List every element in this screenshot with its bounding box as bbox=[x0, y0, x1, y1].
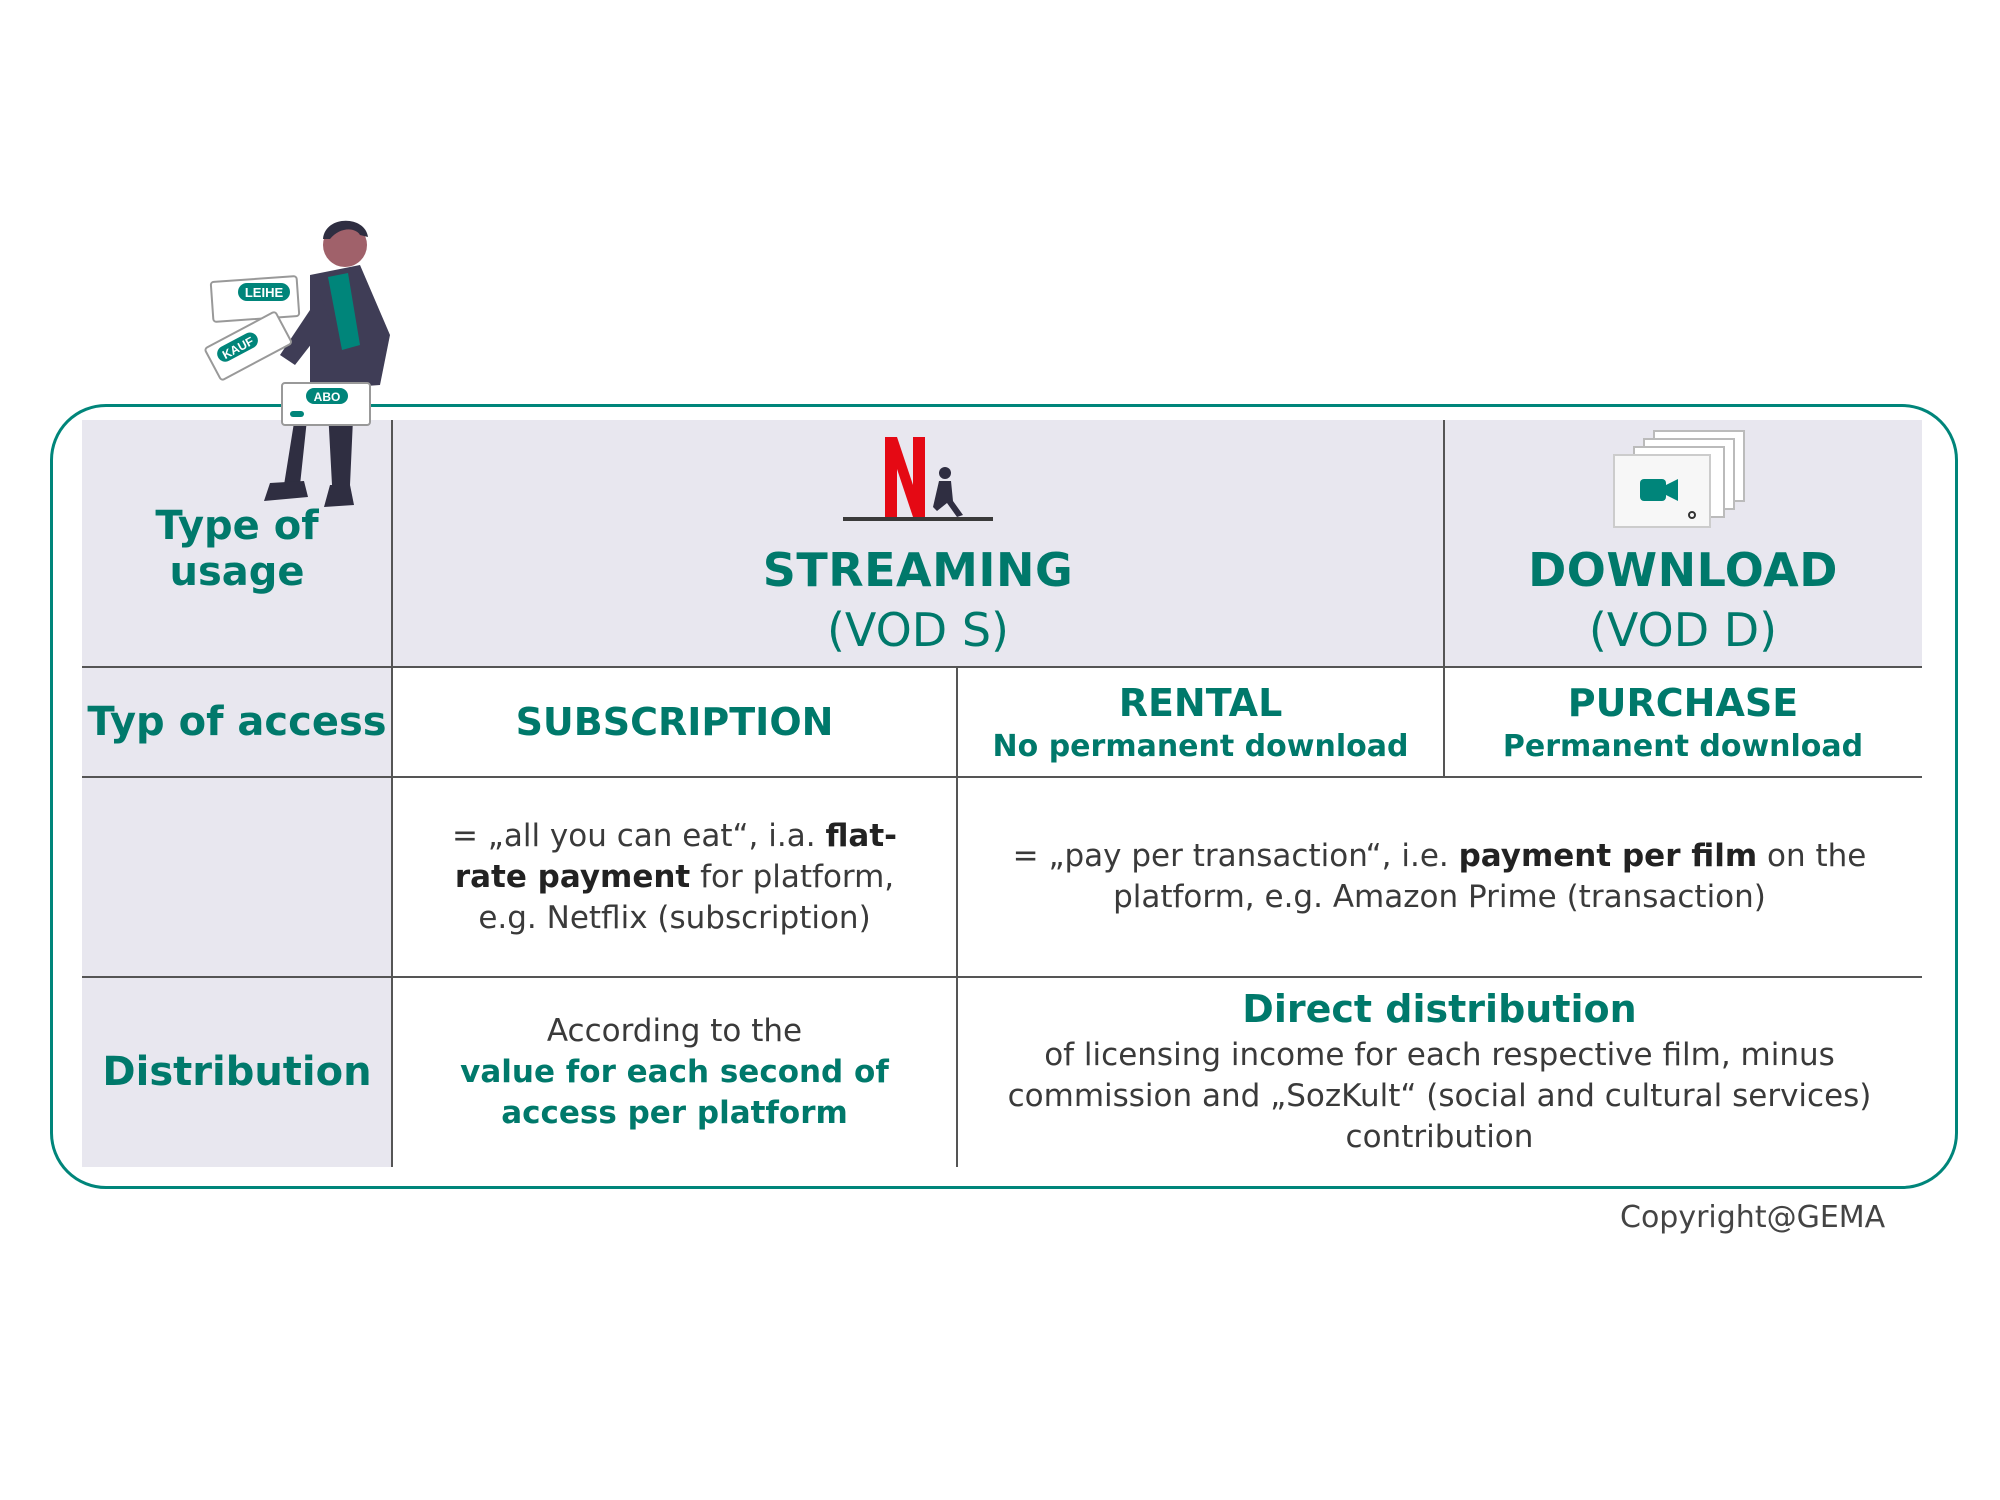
distribution-label: Distribution bbox=[102, 1049, 372, 1095]
table-frame bbox=[50, 404, 1958, 1189]
direct-distribution-text: of licensing income for each respective … bbox=[1007, 1036, 1872, 1155]
description-row-label-cell bbox=[82, 777, 392, 977]
leihe-tag: LEIHE bbox=[245, 285, 284, 300]
subscription-description-cell: = „all you can eat“, i.a. flat-rate paym… bbox=[392, 777, 957, 977]
video-camera-icon bbox=[1613, 430, 1745, 528]
streaming-subtitle: (VOD S) bbox=[826, 603, 1009, 657]
rental-cell: RENTAL No permanent download bbox=[957, 667, 1444, 777]
streaming-title: STREAMING bbox=[762, 543, 1074, 597]
direct-distribution-title: Direct distribution bbox=[1242, 986, 1637, 1031]
download-subtitle: (VOD D) bbox=[1588, 603, 1778, 657]
rental-title: RENTAL bbox=[1118, 680, 1283, 725]
abo-ticket-icon: ABO bbox=[281, 382, 371, 426]
copyright-text: Copyright@GEMA bbox=[1620, 1200, 1886, 1235]
divider bbox=[956, 667, 958, 1167]
divider bbox=[82, 776, 1922, 778]
distribution-row-label-cell: Distribution bbox=[82, 977, 392, 1167]
purchase-subtitle: Permanent download bbox=[1502, 728, 1864, 764]
divider bbox=[1443, 420, 1445, 777]
transaction-desc-post: on the platform, e.g. Amazon Prime (tran… bbox=[1113, 838, 1867, 915]
transaction-description: = „pay per transaction“, i.e. payment pe… bbox=[987, 836, 1892, 918]
distribution-left-teal: value for each second of access per plat… bbox=[460, 1053, 889, 1131]
divider bbox=[82, 666, 1922, 668]
divider bbox=[391, 420, 393, 1167]
streaming-header-cell: STREAMING (VOD S) bbox=[392, 420, 1444, 667]
subscription-desc-bold: flat-rate payment bbox=[454, 817, 898, 895]
leihe-ticket-icon: LEIHE bbox=[209, 275, 301, 323]
subscription-desc-pre: = „all you can eat“, i.a. bbox=[451, 817, 826, 854]
distribution-left-pre: According to the bbox=[546, 1012, 803, 1049]
abo-tag: ABO bbox=[314, 390, 341, 404]
transaction-description-cell: = „pay per transaction“, i.e. payment pe… bbox=[957, 777, 1922, 977]
subscription-cell: SUBSCRIPTION bbox=[392, 667, 957, 777]
purchase-title: PURCHASE bbox=[1567, 680, 1799, 725]
download-header-cell: DOWNLOAD (VOD D) bbox=[1444, 420, 1922, 667]
distribution-left-cell: According to the value for each second o… bbox=[392, 977, 957, 1167]
access-row-label-cell: Typ of access bbox=[82, 667, 392, 777]
divider bbox=[82, 976, 1922, 978]
type-of-access-label: Typ of access bbox=[87, 699, 387, 745]
subscription-desc-post: for platform, e.g. Netflix (subscription… bbox=[478, 858, 895, 936]
person-with-tickets-illustration: LEIHE KAUF ABO bbox=[204, 220, 390, 507]
netflix-logo-icon bbox=[843, 437, 993, 521]
subscription-label: SUBSCRIPTION bbox=[515, 700, 834, 744]
rental-subtitle: No permanent download bbox=[992, 728, 1409, 764]
distribution-right-cell: Direct distribution of licensing income … bbox=[957, 977, 1922, 1167]
download-title: DOWNLOAD bbox=[1528, 543, 1838, 597]
type-of-usage-label: Type of usage bbox=[155, 502, 319, 595]
transaction-desc-pre: = „pay per transaction“, i.e. bbox=[1012, 838, 1459, 874]
subscription-description: = „all you can eat“, i.a. flat-rate paym… bbox=[422, 816, 927, 939]
purchase-cell: PURCHASE Permanent download bbox=[1444, 667, 1922, 777]
transaction-desc-bold: payment per film bbox=[1458, 838, 1758, 874]
kauf-ticket-icon: KAUF bbox=[204, 311, 292, 381]
comparison-table: Type of usage STREAMING (VOD S) DOWNLOAD… bbox=[82, 420, 1922, 1167]
